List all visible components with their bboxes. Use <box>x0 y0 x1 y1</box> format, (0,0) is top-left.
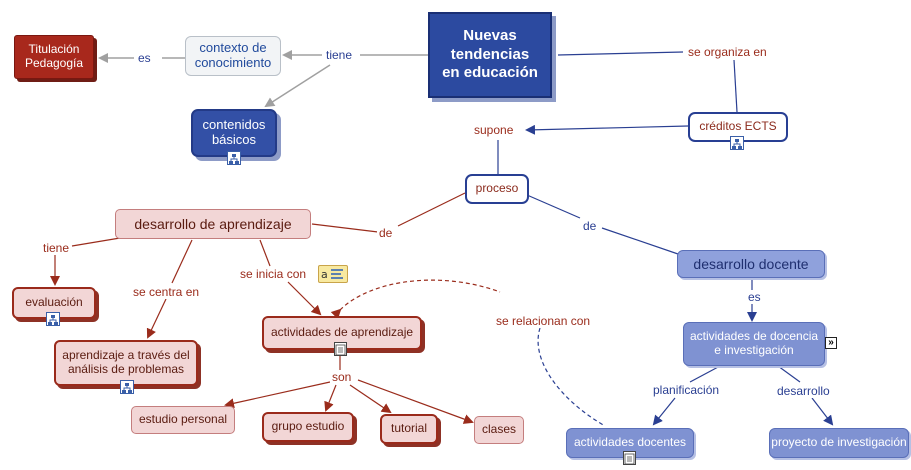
link-label-se-organiza: se organiza en <box>686 45 769 59</box>
edge-planificacion-docentes <box>652 397 676 426</box>
edge-proceso-de2 <box>526 194 581 219</box>
concept-map-icon[interactable] <box>46 312 60 326</box>
edge-docencia-planificacion <box>689 365 721 383</box>
edge-creditos-supone <box>525 124 689 135</box>
node-tutorial[interactable]: tutorial <box>380 414 438 444</box>
edge-proceso-de1 <box>397 192 466 227</box>
link-label-de: de <box>377 226 395 240</box>
node-proceso[interactable]: proceso <box>465 174 529 204</box>
edge-docencia-desarrollo <box>777 365 801 383</box>
link-label-desarrollo: desarrollo <box>775 384 832 398</box>
edge-inicia-actividades <box>287 281 322 316</box>
link-label-es: es <box>136 51 153 65</box>
svg-text:a: a <box>321 268 328 281</box>
node-actividades-docencia[interactable]: actividades de docencia e investigación <box>683 322 825 366</box>
edge-aprendizaje-tiene <box>71 237 121 247</box>
edge-son-tutorial <box>349 384 392 414</box>
edge-aprendizaje-inicia <box>259 239 271 267</box>
document-icon[interactable] <box>623 451 636 465</box>
link-label-supone: supone <box>472 123 516 137</box>
concept-map-icon[interactable] <box>120 380 134 394</box>
node-clases[interactable]: clases <box>474 416 524 444</box>
node-estudio-personal[interactable]: estudio personal <box>131 406 235 434</box>
node-nuevas-tendencias[interactable]: Nuevas tendencias en educación <box>428 12 552 98</box>
edge-desarrollo-proyecto <box>811 397 834 426</box>
edge-relacionan-docentes <box>537 327 606 427</box>
edge-de2-docente <box>601 227 679 255</box>
link-label-de: de <box>581 219 599 233</box>
edge-tiene-contenidos <box>264 64 331 108</box>
link-label-planificacion: planificación <box>651 383 722 397</box>
edge-aprendizaje-centra <box>171 239 193 284</box>
concept-map-icon[interactable] <box>227 151 241 165</box>
edge-son-clases <box>357 379 474 424</box>
node-contexto[interactable]: contexto de conocimiento <box>185 36 281 76</box>
link-label-se-centra: se centra en <box>131 285 202 299</box>
edge-nuevas-organiza <box>557 51 684 56</box>
link-label-tiene: tiene <box>324 48 355 62</box>
node-desarrollo-docente[interactable]: desarrollo docente <box>677 250 825 278</box>
edge-relacionan-actividades <box>330 279 501 320</box>
node-evaluacion[interactable]: evaluación <box>12 287 96 319</box>
link-label-es: es <box>746 290 763 304</box>
annotation-note-icon[interactable]: a <box>318 265 348 283</box>
node-contenidos[interactable]: contenidos básicos <box>191 109 277 157</box>
edge-centra-problemas <box>146 298 167 339</box>
edge-de1-aprendizaje <box>311 223 379 233</box>
link-label-tiene: tiene <box>41 241 72 255</box>
edge-organiza-creditos <box>733 59 738 113</box>
node-proyecto[interactable]: proyecto de investigación <box>769 428 909 458</box>
link-label-se-relacionan: se relacionan con <box>494 314 593 328</box>
edge-son-grupo <box>324 384 337 412</box>
node-titulacion[interactable]: Titulación Pedagogía <box>14 35 94 79</box>
external-link-icon[interactable]: » <box>825 337 837 349</box>
link-label-son: son <box>330 370 354 384</box>
document-icon[interactable] <box>334 342 347 356</box>
node-grupo-estudio[interactable]: grupo estudio <box>262 412 354 442</box>
concept-map-icon[interactable] <box>730 136 744 150</box>
edge-son-estudio <box>224 381 331 409</box>
link-label-se-inicia: se inicia con <box>238 267 309 281</box>
node-aprendizaje-problemas[interactable]: aprendizaje a través del análisis de pro… <box>54 340 198 386</box>
node-desarrollo-aprendizaje[interactable]: desarrollo de aprendizaje <box>115 209 311 239</box>
